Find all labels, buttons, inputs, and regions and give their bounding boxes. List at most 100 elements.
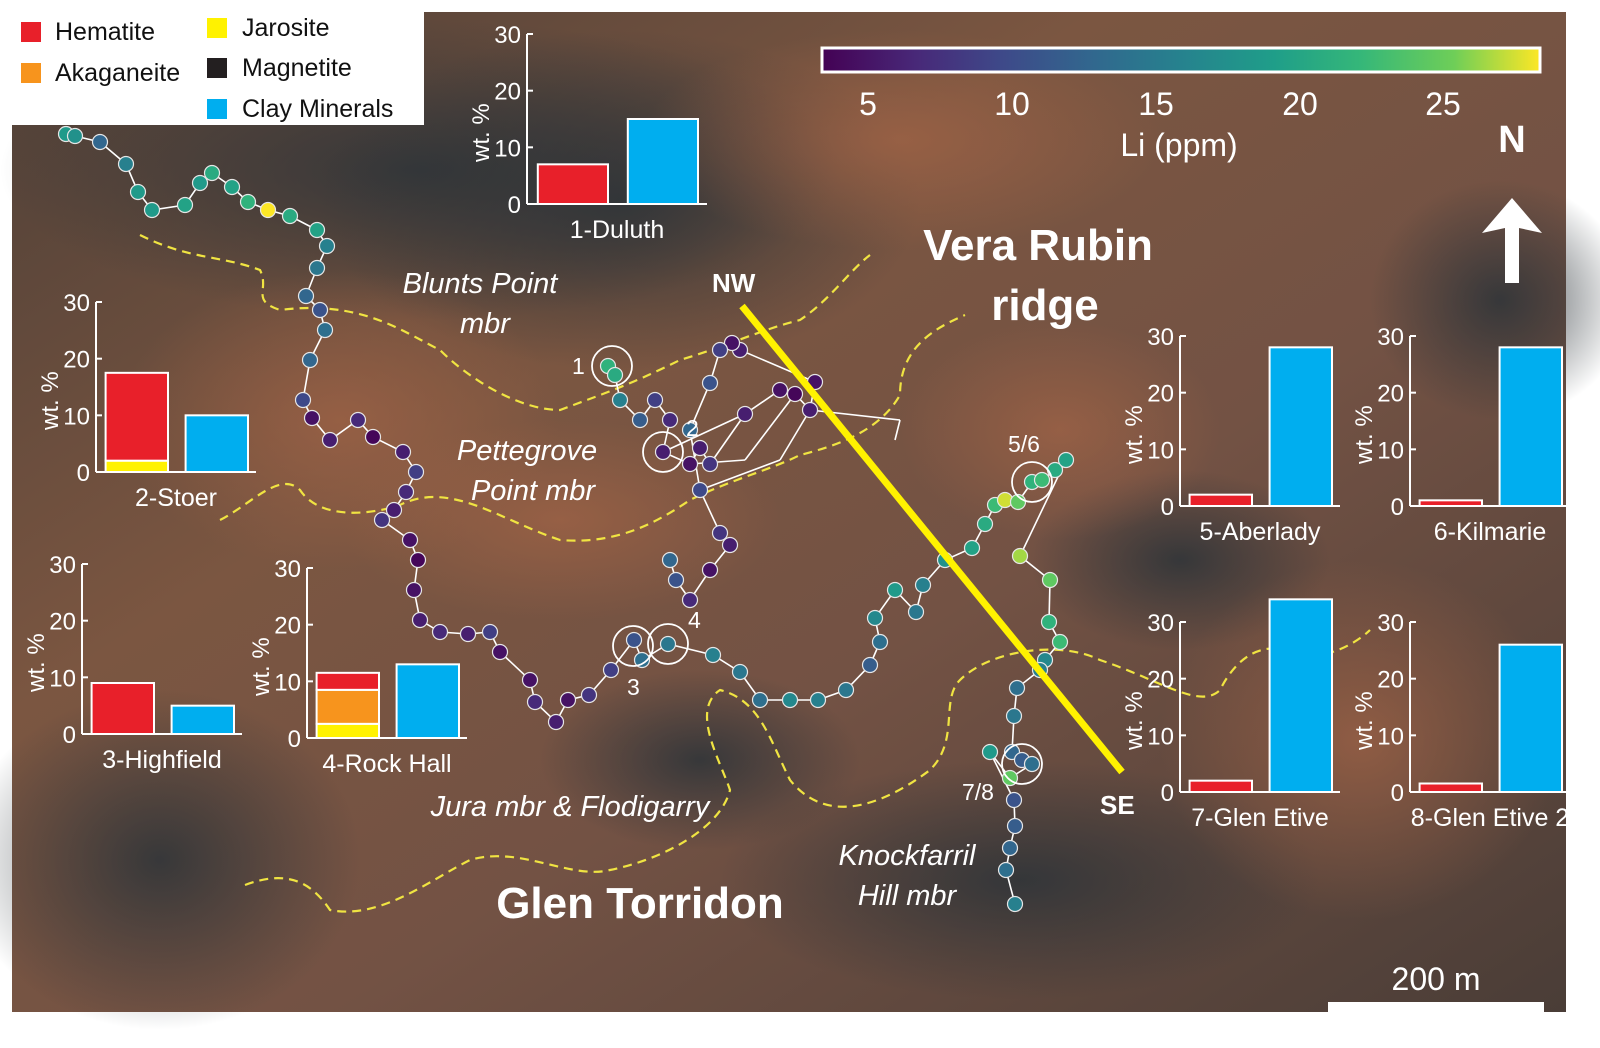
mineral-legend: Hematite Akaganeite Jarosite Magnetite C… xyxy=(12,12,424,125)
bar-clay-minerals xyxy=(170,704,236,736)
li-measurement-point xyxy=(659,635,677,653)
li-branch-measurement-point xyxy=(681,591,699,609)
li-measurement-point xyxy=(318,237,336,255)
traverse-connector xyxy=(662,413,746,453)
chart-tick-label: 20 xyxy=(63,347,90,374)
li-measurement-point xyxy=(907,603,925,621)
chart-tick-label: 30 xyxy=(1147,610,1174,637)
chart-tick-label: 0 xyxy=(63,722,76,749)
traverse-connector xyxy=(894,419,901,441)
li-measurement-point xyxy=(1005,707,1023,725)
bar-clay-minerals xyxy=(184,414,250,474)
colorbar-tick-10: 10 xyxy=(994,86,1030,122)
li-branch-measurement-point xyxy=(736,405,754,423)
knockfarril-label-2: Hill mbr xyxy=(858,880,958,912)
li-measurement-point xyxy=(731,663,749,681)
chart-tick-label: 20 xyxy=(494,79,521,106)
li-measurement-point xyxy=(1057,451,1075,469)
chart-tick-label: 10 xyxy=(1377,723,1404,750)
li-measurement-point xyxy=(809,691,827,709)
li-measurement-point xyxy=(997,861,1015,879)
bar-clay-minerals xyxy=(626,118,699,205)
chart-tick-label: 0 xyxy=(508,192,521,219)
chart-tick-label: 10 xyxy=(494,135,521,162)
bar-clay-minerals xyxy=(395,663,461,739)
chart-title: 5-Aberlady xyxy=(1200,518,1321,546)
li-branch-measurement-point xyxy=(701,561,719,579)
vera-rubin-label-2: ridge xyxy=(991,281,1099,330)
li-measurement-point xyxy=(364,428,382,446)
li-measurement-point xyxy=(625,631,643,649)
chart-y-axis-label: wt. % xyxy=(1121,691,1148,751)
li-measurement-point xyxy=(191,174,209,192)
li-branch-measurement-point xyxy=(611,391,629,409)
scale-bar-label: 200 m xyxy=(1392,961,1481,997)
legend-label-hematite: Hematite xyxy=(55,18,155,46)
bar-segment-hematite xyxy=(536,163,609,205)
chart-y-axis-label: wt. % xyxy=(468,103,495,163)
li-branch-measurement-point xyxy=(667,571,685,589)
chart-y-axis-label: wt. % xyxy=(1121,405,1148,465)
colorbar-tick-15: 15 xyxy=(1138,86,1174,122)
chart-y-axis-label: wt. % xyxy=(248,637,275,697)
li-measurement-point xyxy=(1001,839,1019,857)
transect-end-label: SE xyxy=(1100,790,1135,820)
li-measurement-point xyxy=(401,531,419,549)
site-marker-3 xyxy=(612,625,654,667)
li-measurement-point xyxy=(259,201,277,219)
li-measurement-point xyxy=(871,633,889,651)
bar-clay-minerals xyxy=(1498,643,1563,794)
north-arrow: N xyxy=(1482,119,1542,283)
traverse-connector xyxy=(699,459,781,491)
bar-segment-hematite xyxy=(1418,782,1483,793)
chart-tick-label: 30 xyxy=(274,556,301,583)
site-label-1: 1 xyxy=(572,353,585,379)
legend-swatch-akaganeite xyxy=(21,63,41,83)
blunts-point-label-2: mbr xyxy=(460,308,511,340)
vera-rubin-label-1: Vera Rubin xyxy=(923,221,1153,270)
chart-tick-label: 10 xyxy=(1377,437,1404,464)
blunts-point-label-1: Blunts Point xyxy=(403,268,560,300)
bar-segment-hematite xyxy=(90,682,155,735)
traverse-connector xyxy=(744,393,796,461)
pettegrove-label-1: Pettegrove xyxy=(457,435,597,467)
li-measurement-point xyxy=(301,351,319,369)
chart-tick-label: 20 xyxy=(1147,381,1174,408)
li-measurement-point xyxy=(1040,613,1058,631)
chart-tick-label: 0 xyxy=(288,726,301,753)
li-measurement-point xyxy=(491,643,509,661)
chart-tick-label: 20 xyxy=(49,609,76,636)
chart-tick-label: 20 xyxy=(274,613,301,640)
chart-tick-label: 20 xyxy=(1147,667,1174,694)
chart-tick-label: 30 xyxy=(63,290,90,317)
li-measurement-point xyxy=(459,625,477,643)
li-measurement-point xyxy=(308,221,326,239)
li-measurement-point xyxy=(397,483,415,501)
li-measurement-point xyxy=(321,431,339,449)
li-measurement-point xyxy=(431,623,449,641)
bar-segment-hematite xyxy=(1418,499,1483,508)
li-branch-measurement-point xyxy=(646,391,664,409)
site-label-4: 4 xyxy=(688,607,701,633)
li-measurement-point xyxy=(1006,817,1024,835)
li-measurement-point xyxy=(861,656,879,674)
li-measurement-point xyxy=(963,539,981,557)
pettegrove-label-2: Point mbr xyxy=(471,475,596,507)
li-measurement-point xyxy=(239,193,257,211)
li-measurement-point xyxy=(914,576,932,594)
li-branch-measurement-point xyxy=(654,443,672,461)
li-measurement-point xyxy=(281,207,299,225)
li-measurement-point xyxy=(385,501,403,519)
li-measurement-point xyxy=(129,183,147,201)
li-measurement-point xyxy=(349,411,367,429)
north-label: N xyxy=(1498,119,1525,161)
bar-segment-akaganeite xyxy=(315,688,381,725)
chart-tick-label: 20 xyxy=(1377,381,1404,408)
bar-segment-jarosite xyxy=(104,459,169,473)
li-measurement-point xyxy=(559,691,577,709)
